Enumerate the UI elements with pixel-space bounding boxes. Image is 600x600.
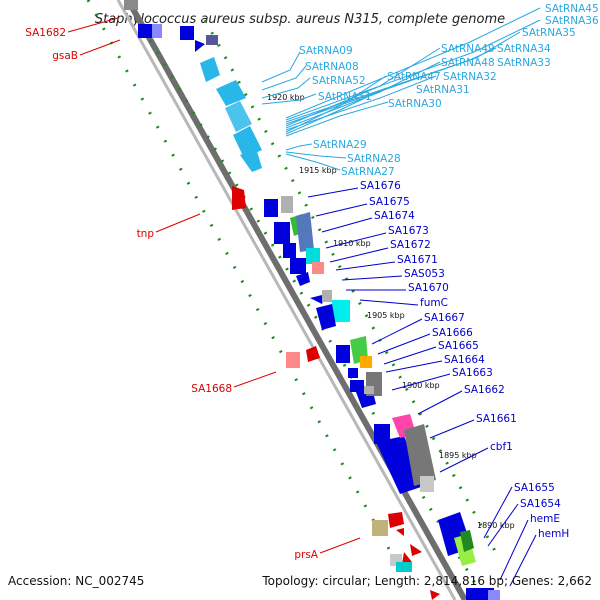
gene-label[interactable]: SAtRNA27 [341, 166, 395, 178]
gene-label[interactable]: SA1682 [25, 27, 66, 39]
kbp-tick-label: 1920 kbp [267, 93, 305, 102]
gene-label[interactable]: SA1674 [374, 210, 415, 222]
gene-label[interactable]: SAtRNA47 [387, 71, 441, 83]
map-title: Staphylococcus aureus subsp. aureus N315… [95, 12, 505, 27]
kbp-tick-label: 1915 kbp [299, 166, 337, 175]
gene-label[interactable]: SA1668 [191, 383, 232, 395]
left-leaders [67, 17, 361, 554]
gene-label[interactable]: gsaB [52, 50, 78, 62]
gene-label[interactable]: SAtRNA30 [388, 98, 442, 110]
rna-labels: SAtRNA45 SAtRNA36 SAtRNA35 SAtRNA49 SAtR… [299, 3, 599, 178]
gene-label[interactable]: SA1665 [438, 340, 479, 352]
right-leaders [307, 187, 537, 587]
gene-label[interactable]: SA1672 [390, 239, 431, 251]
gene-label[interactable]: prsA [294, 549, 318, 561]
gene-label[interactable]: SA1655 [514, 482, 555, 494]
gene-label[interactable]: SAtRNA08 [305, 61, 359, 73]
top-features [124, 0, 218, 52]
gene-label[interactable]: SAtRNA48 [441, 57, 495, 69]
rna-leaders [261, 7, 541, 171]
genome-backbone [116, 0, 468, 600]
right-labels: SA1676 SA1675 SA1674 SA1673 SA1672 SA167… [360, 180, 569, 540]
left-labels: SA1682 gsaB tnp SA1668 prsA [25, 27, 319, 561]
kbp-tick-label: 1900 kbp [402, 381, 440, 390]
gene-label[interactable]: SAtRNA52 [312, 75, 366, 87]
kbp-tick-label: 1910 kbp [333, 239, 371, 248]
left-features [232, 186, 440, 600]
gene-label[interactable]: SAS053 [404, 268, 445, 280]
gene-label[interactable]: fumC [420, 297, 448, 309]
gene-label[interactable]: SAtRNA35 [522, 27, 576, 39]
gene-label[interactable]: SAtRNA29 [313, 139, 367, 151]
gene-label[interactable]: SA1666 [432, 327, 473, 339]
gene-label[interactable]: SAtRNA33 [497, 57, 551, 69]
gene-label[interactable]: SA1662 [464, 384, 505, 396]
gene-label[interactable]: SA1654 [520, 498, 561, 510]
gene-label[interactable]: SAtRNA32 [443, 71, 497, 83]
kbp-tick-label: 1905 kbp [367, 311, 405, 320]
gene-label[interactable]: SA1675 [369, 196, 410, 208]
gene-label[interactable]: SA1676 [360, 180, 401, 192]
kbp-tick-label: 1890 kbp [477, 521, 515, 530]
gene-label[interactable]: tnp [137, 228, 155, 240]
gene-label[interactable]: SAtRNA09 [299, 45, 353, 57]
gene-label[interactable]: SAtRNA31 [416, 84, 470, 96]
gene-label[interactable]: SA1663 [452, 367, 493, 379]
gene-label[interactable]: SAtRNA36 [545, 15, 599, 27]
gene-label[interactable]: SAtRNA45 [545, 3, 599, 15]
gene-label[interactable]: SA1673 [388, 225, 429, 237]
gene-label[interactable]: SA1671 [397, 254, 438, 266]
gene-label[interactable]: SAtRNA51 [318, 91, 372, 103]
kbp-tick-label: 1895 kbp [439, 451, 477, 460]
genome-summary-text: Topology: circular; Length: 2,814,816 bp… [261, 574, 592, 588]
gene-label[interactable]: SAtRNA34 [497, 43, 551, 55]
gene-label[interactable]: SA1661 [476, 413, 517, 425]
gene-label[interactable]: SA1667 [424, 312, 465, 324]
gene-label[interactable]: SAtRNA28 [347, 153, 401, 165]
kbp-ticks: 1920 kbp 1915 kbp 1910 kbp 1905 kbp 1900… [267, 93, 515, 530]
accession-text: Accession: NC_002745 [8, 574, 144, 588]
gene-label[interactable]: SA1670 [408, 282, 449, 294]
gene-features [264, 196, 500, 600]
gene-label[interactable]: cbf1 [490, 441, 513, 453]
gene-label[interactable]: hemE [530, 513, 560, 525]
gene-label[interactable]: SAtRNA49 [441, 43, 495, 55]
gene-label[interactable]: hemH [538, 528, 569, 540]
gene-label[interactable]: SA1664 [444, 354, 485, 366]
trna-cluster [200, 57, 262, 172]
